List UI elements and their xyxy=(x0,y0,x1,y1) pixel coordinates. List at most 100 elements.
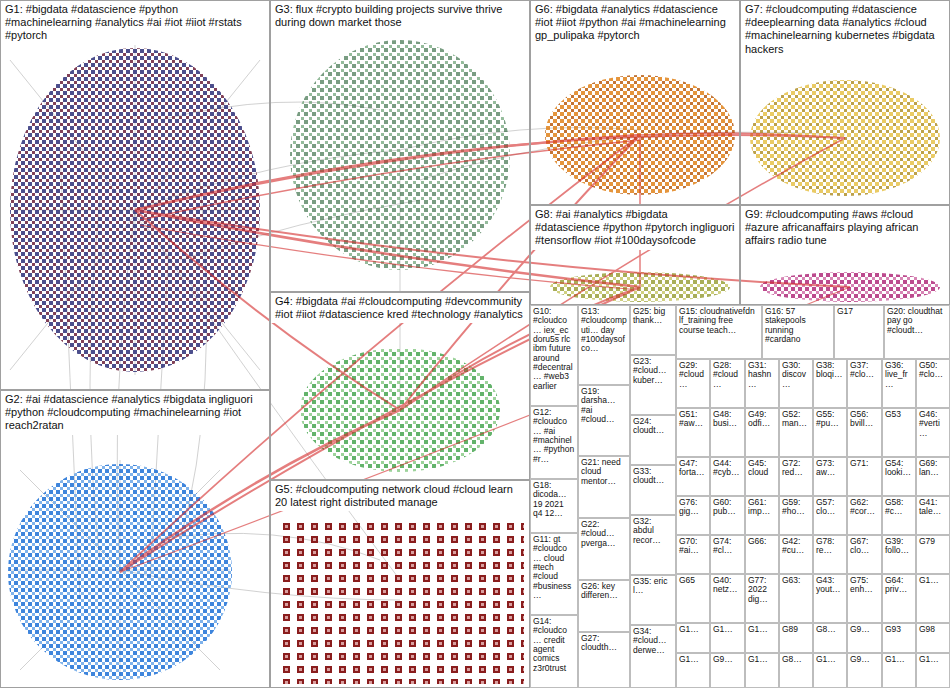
group-cell: G70: #ai… xyxy=(676,535,710,574)
group-label: G43: yout… xyxy=(816,576,844,595)
group-cell: G53 xyxy=(882,408,916,457)
group-label: G59: #ho… xyxy=(782,498,810,517)
group-label: G20: cloudthat pay go #cloudt… xyxy=(887,307,947,335)
group-label: G3: flux #crypto building projects survi… xyxy=(271,1,529,31)
group-box: G6: #bigdata #analytics #datascience #io… xyxy=(530,0,740,205)
group-cell: G71: xyxy=(847,457,882,496)
group-label: G9: #cloudcomputing #aws #cloud #azure a… xyxy=(741,206,949,250)
group-cell: G26: key differen… xyxy=(578,580,630,632)
group-cell: G52: man… xyxy=(779,408,813,457)
group-label: G51: #aw… xyxy=(679,410,707,429)
group-cell: G22: #cloud… pverga… xyxy=(578,518,630,580)
group-label: G40: netz… xyxy=(713,576,742,595)
group-cell: G61: imp… xyxy=(745,496,779,535)
group-cell: G56: bvill… xyxy=(847,408,882,457)
group-cell: G93 xyxy=(882,623,916,653)
group-cell: G76: gig… xyxy=(676,496,710,535)
group-label: G6: #bigdata #analytics #datascience #io… xyxy=(531,1,739,45)
group-cell: G59: #ho… xyxy=(779,496,813,535)
group-label: G1… xyxy=(816,655,844,664)
group-label: G41: tale… xyxy=(919,498,947,517)
group-label: G1… xyxy=(919,655,947,664)
group-cell: G27: cloudth… xyxy=(578,632,630,688)
group-cell: G18: dicoda… 19 2021 q4 12… xyxy=(530,479,578,533)
group-cell: G9… xyxy=(710,653,745,688)
group-cell: G54: looki… xyxy=(882,457,916,496)
group-cell: G32: abdul recor… xyxy=(630,515,676,575)
group-label: G1… xyxy=(748,625,776,634)
group-cell: G36: live_fr… xyxy=(882,359,916,408)
group-label: G1… xyxy=(679,625,707,634)
group-label: G50: #clo… xyxy=(919,361,947,380)
group-box: G7: #cloudcomputing #datascience #deeple… xyxy=(740,0,950,205)
group-label: G16: 57 stakepools running #cardano xyxy=(765,307,831,344)
group-label: G58: #c… xyxy=(885,498,913,517)
group-cell: G46: #verti… xyxy=(916,408,950,457)
group-cell: G35: eric l… xyxy=(630,575,676,625)
group-cell: G75: enh… xyxy=(847,574,882,623)
group-label: G54: looki… xyxy=(885,459,913,478)
group-cell: G44: #cyb… xyxy=(710,457,745,496)
group-cell: G16: 57 stakepools running #cardano xyxy=(762,305,834,359)
group-label: G9… xyxy=(850,625,879,634)
group-box: G3: flux #crypto building projects survi… xyxy=(270,0,530,292)
group-label: G8: #ai #analytics #bigdata #datascience… xyxy=(531,206,739,250)
group-cell: G12: #cloudco… #ai #machinel… #python #r… xyxy=(530,406,578,479)
group-label: G25: big thank… xyxy=(633,307,673,326)
group-label: G49: odfi… xyxy=(748,410,776,429)
group-label: G8… xyxy=(782,655,810,664)
group-cell: G1… xyxy=(916,653,950,688)
group-label: G15: cloudnativefdn lf_training free cou… xyxy=(679,307,759,335)
group-cell: G62: #cor… xyxy=(847,496,882,535)
group-cell: G39: follo… xyxy=(882,535,916,574)
group-cell: G1… xyxy=(882,653,916,688)
group-cell: G28: #cloud… xyxy=(710,359,745,408)
group-label: G29: #cloud… xyxy=(679,361,707,389)
group-label: G10: #cloudco… iex_ec doru5s rlc ibm fut… xyxy=(533,307,575,391)
group-label: G46: #verti… xyxy=(919,410,947,438)
group-label: G42: #cu… xyxy=(782,537,810,556)
group-cell: G48: busi… xyxy=(710,408,745,457)
group-cell: G47: forta… xyxy=(676,457,710,496)
group-cell: G1… xyxy=(676,623,710,653)
group-label: G18: dicoda… 19 2021 q4 12… xyxy=(533,481,575,518)
group-cell: G64: priv… xyxy=(882,574,916,623)
group-label: G78: re… xyxy=(816,537,844,556)
group-cell: G79 xyxy=(916,535,950,574)
group-cell: G1… xyxy=(710,623,745,653)
group-cell: G69: lan… xyxy=(916,457,950,496)
group-label: G32: abdul recor… xyxy=(633,517,673,545)
group-cell: G98 xyxy=(916,623,950,653)
group-label: G2: #ai #datascience #analytics #bigdata… xyxy=(1,391,269,435)
group-label: G74: #cl… xyxy=(713,537,742,556)
group-cell: G42: #cu… xyxy=(779,535,813,574)
group-cell: G55: #pu… xyxy=(813,408,847,457)
group-cell: G49: odfi… xyxy=(745,408,779,457)
group-cell: G13: #cloudcomputi… day #100daysofco… xyxy=(578,305,630,385)
group-label: G1… xyxy=(919,576,947,585)
group-label: G1… xyxy=(713,625,742,634)
group-cell: G14: #cloudco… credit agent comics z3r0t… xyxy=(530,615,578,688)
group-label: G70: #ai… xyxy=(679,537,707,556)
group-cell: G65 xyxy=(676,574,710,623)
group-cell: G43: yout… xyxy=(813,574,847,623)
group-cell: G34: #cloud… derwe… xyxy=(630,625,676,688)
group-cell: G20: cloudthat pay go #cloudt… xyxy=(884,305,950,359)
group-label: G27: cloudth… xyxy=(581,634,627,653)
group-label: G35: eric l… xyxy=(633,577,673,596)
group-label: G13: #cloudcomputi… day #100daysofco… xyxy=(581,307,627,354)
group-cell: G58: #c… xyxy=(882,496,916,535)
group-cell: G17 xyxy=(834,305,884,359)
group-box: G1: #bigdata #datascience #python #machi… xyxy=(0,0,270,390)
group-box: G4: #bigdata #ai #cloudcomputing #devcom… xyxy=(270,292,530,480)
group-label: G9… xyxy=(850,655,879,664)
group-label: G7: #cloudcomputing #datascience #deeple… xyxy=(741,1,949,58)
group-label: G1: #bigdata #datascience #python #machi… xyxy=(1,1,269,45)
group-cell: G78: re… xyxy=(813,535,847,574)
group-label: G79 xyxy=(919,537,947,546)
group-label: G89 xyxy=(782,625,810,634)
group-label: G5: #cloudcomputing network cloud #cloud… xyxy=(271,481,529,511)
group-cell: G33: cloudt… xyxy=(630,465,676,515)
group-box: G8: #ai #analytics #bigdata #datascience… xyxy=(530,205,740,305)
group-label: G57: clo… xyxy=(816,498,844,517)
